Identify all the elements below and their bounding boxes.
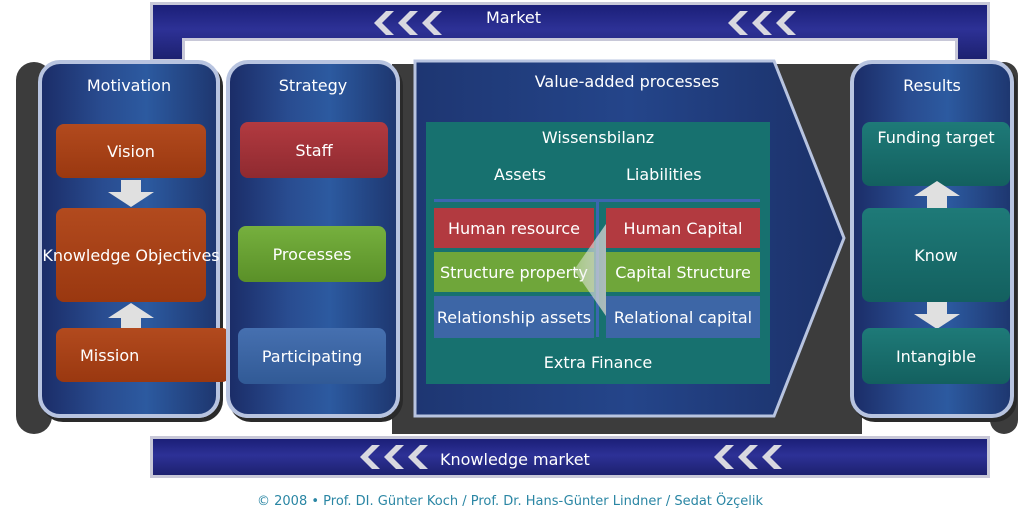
participating-box: Participating — [238, 328, 386, 384]
know-box: Know — [862, 208, 1010, 302]
knowledge-market-band — [150, 436, 990, 478]
balance-top-line — [434, 199, 760, 202]
asset-cell: Human resource — [434, 208, 594, 248]
arrow-up-icon — [914, 181, 960, 208]
processes-box: Processes — [238, 226, 386, 282]
liability-cell: Relational capital — [606, 296, 760, 338]
chevron-left-icon — [360, 445, 428, 469]
vision-box: Vision — [56, 124, 206, 178]
liability-cell: Human Capital — [606, 208, 760, 248]
chevron-left-icon — [374, 11, 442, 35]
liabilities-header: Liabilities — [626, 165, 702, 184]
copyright-footer: © 2008 • Prof. DI. Günter Koch / Prof. D… — [257, 494, 763, 509]
funding-target-box: Funding target — [862, 122, 1010, 186]
asset-cell: Relationship assets — [434, 296, 594, 338]
knowledge-market-label: Knowledge market — [440, 450, 590, 469]
arrow-down-icon — [108, 180, 154, 207]
mission-box: Mission — [56, 328, 230, 382]
wissensbilanz-title: Wissensbilanz — [541, 128, 655, 147]
intangible-box: Intangible — [862, 328, 1010, 384]
motivation-title: Motivation — [86, 76, 172, 95]
results-title: Results — [903, 76, 961, 95]
extra-finance-label: Extra Finance — [543, 353, 653, 372]
assets-header: Assets — [494, 165, 547, 184]
triangle-left-icon — [574, 224, 606, 316]
arrow-up-icon — [108, 303, 154, 330]
arrow-down-icon — [914, 302, 960, 329]
staff-box: Staff — [240, 122, 388, 178]
knowledge-objectives-box: Knowledge Objectives — [42, 208, 220, 302]
chevron-left-icon — [728, 11, 796, 35]
market-label: Market — [486, 8, 541, 27]
liability-cell: Capital Structure — [606, 252, 760, 292]
market-band-gap — [182, 38, 958, 62]
chevron-left-icon — [714, 445, 782, 469]
asset-cell: Structure property — [434, 252, 594, 292]
value-added-title: Value-added processes — [534, 72, 720, 91]
strategy-title: Strategy — [278, 76, 348, 95]
